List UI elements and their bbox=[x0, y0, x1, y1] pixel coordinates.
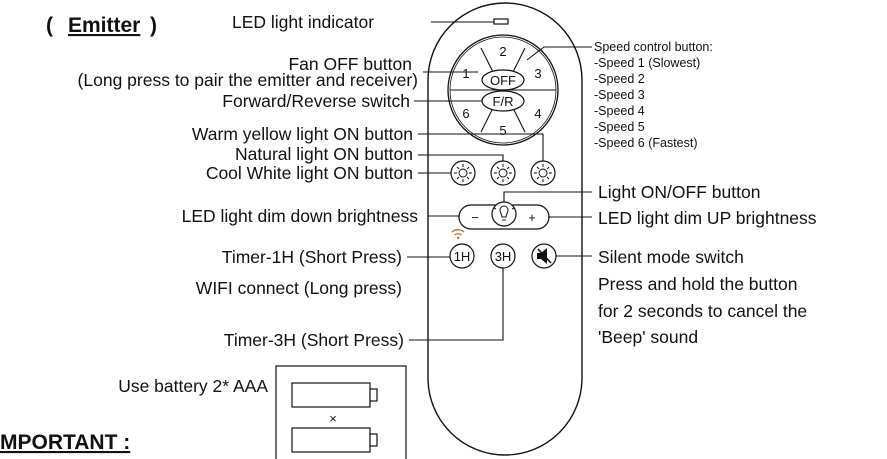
speed-3-button[interactable]: 3 bbox=[534, 66, 541, 81]
label-forward-reverse: Forward/Reverse switch bbox=[222, 91, 410, 111]
speed-5-button[interactable]: 5 bbox=[499, 123, 506, 138]
wifi-icon bbox=[451, 229, 465, 240]
timer-1h-button[interactable] bbox=[449, 243, 475, 269]
label-timer-1h: Timer-1H (Short Press) bbox=[222, 247, 402, 267]
label-natural: Natural light ON button bbox=[235, 144, 413, 164]
silent-mode-button[interactable] bbox=[531, 243, 557, 269]
label-fan-off-note: (Long press to pair the emitter and rece… bbox=[78, 70, 418, 90]
label-battery: Use battery 2* AAA bbox=[118, 376, 268, 396]
speed-item: -Speed 4 bbox=[594, 104, 645, 118]
label-silent-2: Press and hold the button bbox=[598, 274, 797, 294]
fan-off-button[interactable] bbox=[481, 69, 525, 91]
label-fan-off: Fan OFF button bbox=[288, 54, 412, 74]
speed-item: -Speed 3 bbox=[594, 88, 645, 102]
label-timer-3h: Timer-3H (Short Press) bbox=[224, 330, 404, 350]
battery-icon bbox=[291, 382, 378, 408]
important-heading: MPORTANT : bbox=[0, 431, 130, 454]
label-silent-1: Silent mode switch bbox=[598, 247, 744, 267]
speed-heading: Speed control button: bbox=[594, 40, 713, 54]
label-warm-yellow: Warm yellow light ON button bbox=[192, 124, 413, 144]
speed-1-button[interactable]: 1 bbox=[462, 66, 469, 81]
cool-white-button[interactable] bbox=[450, 160, 476, 186]
battery-times: × bbox=[329, 411, 337, 426]
timer-1h-label: 1H bbox=[454, 249, 471, 264]
label-silent-3: for 2 seconds to cancel the bbox=[598, 301, 807, 321]
speed-item: -Speed 6 (Fastest) bbox=[594, 136, 698, 150]
timer-3h-label: 3H bbox=[495, 249, 512, 264]
led-indicator bbox=[493, 18, 509, 25]
sun-icon bbox=[494, 164, 512, 182]
title-paren-close: ) bbox=[150, 14, 157, 37]
label-dim-down: LED light dim down brightness bbox=[182, 206, 419, 226]
label-led-indicator: LED light indicator bbox=[232, 12, 374, 32]
speaker-mute-icon bbox=[537, 248, 552, 264]
label-light-onoff: Light ON/OFF button bbox=[598, 182, 760, 202]
diagram-title: Emitter bbox=[68, 14, 140, 37]
natural-light-button[interactable] bbox=[490, 160, 516, 186]
speed-6-button[interactable]: 6 bbox=[462, 106, 469, 121]
fan-off-button-label: OFF bbox=[490, 73, 516, 88]
speed-item: -Speed 5 bbox=[594, 120, 645, 134]
speed-item: -Speed 2 bbox=[594, 72, 645, 86]
dim-up-button[interactable]: + bbox=[528, 210, 536, 225]
speed-dial[interactable]: OFF F/R 2 1 3 6 4 5 bbox=[447, 34, 559, 146]
forward-reverse-button-label: F/R bbox=[493, 94, 514, 109]
sun-icon bbox=[454, 164, 472, 182]
speed-4-button[interactable]: 4 bbox=[534, 106, 541, 121]
dim-down-button[interactable]: − bbox=[471, 210, 479, 225]
speed-item: -Speed 1 (Slowest) bbox=[594, 56, 700, 70]
label-cool-white: Cool White light ON button bbox=[206, 163, 413, 183]
sun-icon bbox=[534, 164, 552, 182]
light-onoff-button[interactable] bbox=[491, 200, 517, 227]
label-silent-4: 'Beep' sound bbox=[598, 327, 698, 347]
label-dim-up: LED light dim UP brightness bbox=[598, 208, 817, 228]
battery-icon bbox=[291, 427, 378, 453]
speed-2-button[interactable]: 2 bbox=[499, 44, 506, 59]
label-wifi: WIFI connect (Long press) bbox=[196, 278, 402, 298]
warm-yellow-button[interactable] bbox=[530, 160, 556, 186]
title-paren-open: ( bbox=[46, 14, 53, 37]
